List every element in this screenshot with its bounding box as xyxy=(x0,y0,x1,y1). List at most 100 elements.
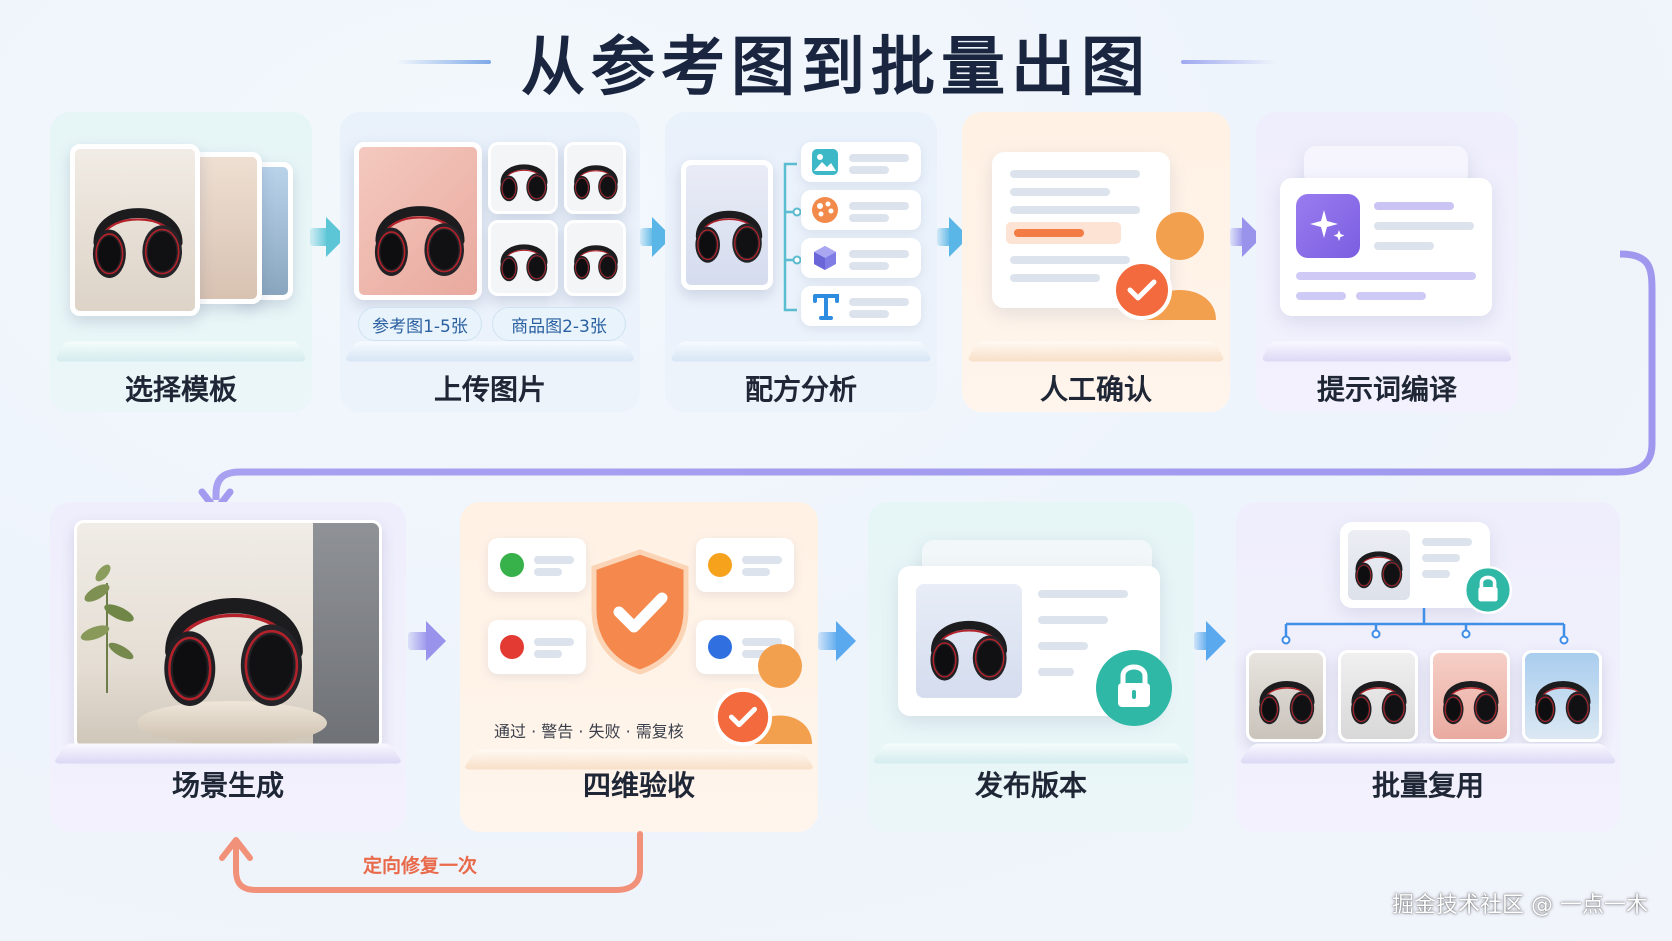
step-four-dim-acceptance[interactable]: 通过 · 警告 · 失败 · 需复核 四维验收 xyxy=(460,502,818,832)
reference-photo xyxy=(354,142,482,300)
check-icon xyxy=(1112,260,1172,320)
master-thumb xyxy=(1348,530,1410,600)
batch-output-3 xyxy=(1430,650,1510,742)
image-icon xyxy=(812,149,838,175)
fail-dot xyxy=(500,635,524,659)
pass-dot xyxy=(500,553,524,577)
highlight-line xyxy=(1014,229,1084,237)
check-icon xyxy=(713,687,773,747)
watermark: 掘金技术社区 @ 一点一木 xyxy=(1392,893,1648,918)
shield-icon xyxy=(591,549,689,675)
placeholder-line xyxy=(1038,616,1108,624)
flow-arrow-stem xyxy=(408,632,428,650)
placeholder-line xyxy=(1010,170,1140,178)
flow-arrow xyxy=(1206,621,1226,661)
placeholder-line xyxy=(534,568,562,576)
step-label: 批量复用 xyxy=(1371,769,1484,802)
flow-arrow-stem xyxy=(1194,632,1208,650)
flow-arrow xyxy=(426,621,446,661)
flow-arrow-stem xyxy=(1230,228,1244,246)
placeholder-line xyxy=(1038,590,1128,598)
generated-scene-photo xyxy=(74,520,382,750)
placeholder-line xyxy=(534,650,562,658)
analysis-row-color xyxy=(801,190,921,230)
lock-icon xyxy=(1464,566,1512,614)
warn-dot xyxy=(708,553,732,577)
placeholder-line xyxy=(849,214,889,222)
analysis-source-photo xyxy=(681,160,773,290)
placeholder-line xyxy=(849,262,889,270)
product-photo-1 xyxy=(488,142,558,214)
placeholder-line xyxy=(742,568,770,576)
page-title: 从参考图到批量出图 xyxy=(521,31,1151,105)
plant xyxy=(80,564,134,693)
step-label: 配方分析 xyxy=(744,373,857,406)
placeholder-line xyxy=(1356,292,1426,300)
title-row: 从参考图到批量出图 xyxy=(0,22,1672,105)
analysis-row-image xyxy=(801,142,921,182)
batch-output-1 xyxy=(1246,650,1326,742)
step-scene-generation[interactable]: 场景生成 xyxy=(50,502,406,832)
placeholder-line xyxy=(1374,202,1454,210)
analysis-row-text xyxy=(801,286,921,326)
placeholder-line xyxy=(1010,206,1140,214)
step-publish-version[interactable]: 发布版本 xyxy=(868,502,1194,832)
placeholder-line xyxy=(849,298,909,306)
step-label: 选择模板 xyxy=(124,373,237,406)
step-label: 上传图片 xyxy=(433,373,546,406)
placeholder-line xyxy=(849,310,889,318)
prompt-document xyxy=(1280,178,1492,316)
placeholder-line xyxy=(1422,538,1472,546)
placeholder-line xyxy=(1422,554,1460,562)
flow-arrow-stem xyxy=(640,228,654,246)
product-photo-2 xyxy=(564,142,626,214)
placeholder-line xyxy=(1010,188,1110,196)
title-decor-left xyxy=(396,60,491,64)
sparkle-badge xyxy=(1296,194,1360,258)
placeholder-line xyxy=(1038,668,1074,676)
verdict-card-fail xyxy=(488,620,586,674)
placeholder-line xyxy=(1296,272,1476,280)
template-photo-back-1 xyxy=(190,152,262,304)
cube-icon xyxy=(814,246,836,270)
text-icon xyxy=(813,294,839,320)
step-label: 提示词编译 xyxy=(1316,373,1457,406)
flow-arrow-stem xyxy=(310,228,328,246)
step-prompt-compile[interactable]: 提示词编译 xyxy=(1256,112,1518,412)
placeholder-line xyxy=(742,556,782,564)
fanout-tree xyxy=(1281,608,1569,645)
step-select-template[interactable]: 选择模板 xyxy=(50,112,312,412)
step-manual-confirm[interactable]: 人工确认 xyxy=(962,112,1230,412)
placeholder-line xyxy=(849,202,909,210)
batch-output-4 xyxy=(1522,650,1602,742)
pedestal xyxy=(137,701,327,745)
product-photo-4 xyxy=(564,220,626,296)
analysis-bracket xyxy=(783,162,801,312)
flow-arrow xyxy=(836,621,856,661)
product-photo-3 xyxy=(488,220,558,296)
placeholder-line xyxy=(1374,222,1474,230)
step-label: 人工确认 xyxy=(1039,373,1152,406)
step-upload-images[interactable]: 参考图1-5张 商品图2-3张 上传图片 xyxy=(340,112,640,412)
title-decor-right xyxy=(1181,60,1276,64)
chip-reference-count: 参考图1-5张 xyxy=(358,307,482,341)
placeholder-line xyxy=(534,556,574,564)
flow-arrow-stem xyxy=(937,228,951,246)
step-label: 发布版本 xyxy=(974,769,1087,802)
step-label: 四维验收 xyxy=(582,769,695,802)
step-formula-analysis[interactable]: 配方分析 xyxy=(665,112,937,412)
placeholder-line xyxy=(534,638,574,646)
wall-panel xyxy=(313,523,379,747)
step-batch-reuse[interactable]: 批量复用 xyxy=(1236,502,1620,832)
placeholder-line xyxy=(849,166,889,174)
placeholder-line xyxy=(742,650,770,658)
placeholder-line xyxy=(1010,274,1100,282)
review-dot xyxy=(708,635,732,659)
sparkle-icon xyxy=(1310,210,1345,241)
palette-icon xyxy=(812,197,838,223)
batch-output-2 xyxy=(1338,650,1418,742)
verdict-card-warn xyxy=(696,538,794,592)
placeholder-line xyxy=(1422,570,1450,578)
placeholder-line xyxy=(1010,256,1130,264)
